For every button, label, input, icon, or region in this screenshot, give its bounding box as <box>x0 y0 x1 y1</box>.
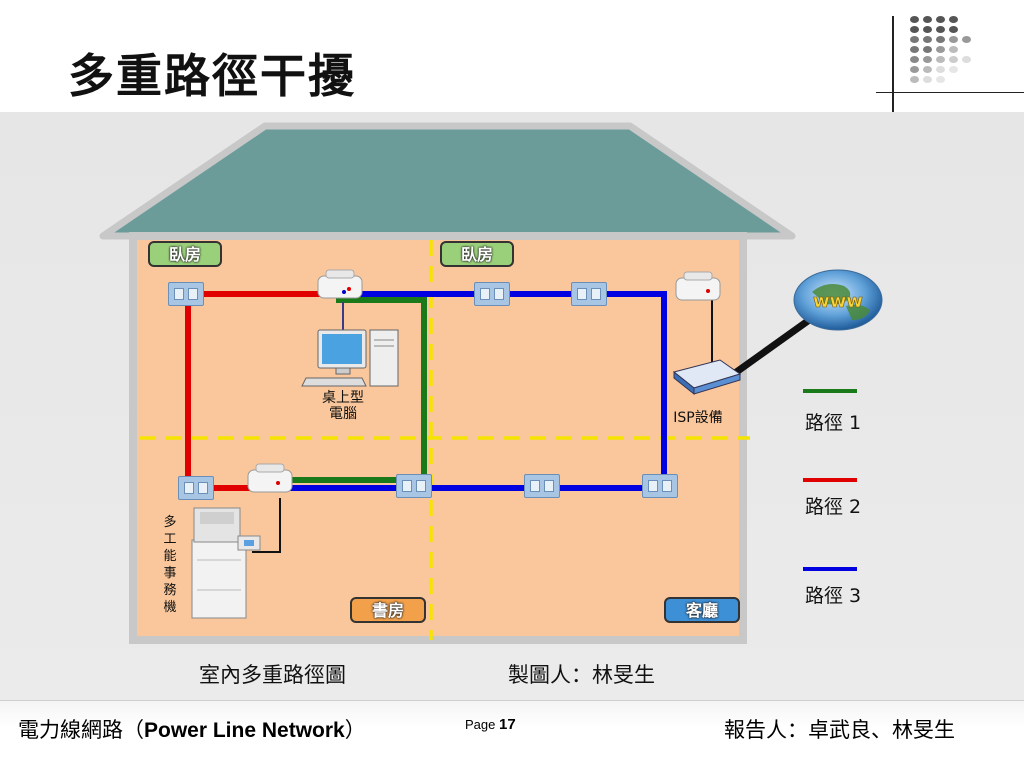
multifunction-printer <box>191 507 261 619</box>
isp-label: ISP設備 <box>673 410 723 426</box>
page-number: 17 <box>499 716 516 733</box>
slide-header <box>0 0 1024 112</box>
room-label-bedroom: 臥房 <box>440 241 514 267</box>
footer-title-english: Power Line Network <box>144 719 345 742</box>
legend-swatch-path-3 <box>803 567 857 571</box>
footer-title-prefix: 電力線網路（ <box>18 719 144 742</box>
wall-outlet <box>524 474 560 498</box>
legend-swatch-path-1 <box>803 389 857 393</box>
wall-outlet <box>396 474 432 498</box>
internet-link <box>725 315 815 381</box>
path-2-line <box>185 291 336 491</box>
room-label-living-room: 客廳 <box>664 597 740 623</box>
footer-title-suffix: ） <box>344 719 366 742</box>
header-divider-horizontal <box>876 92 1024 93</box>
powerline-adapter-bottom <box>247 463 293 493</box>
powerline-adapter-top-left <box>317 269 363 299</box>
internet-globe-icon <box>793 269 883 331</box>
caption-diagram-title: 室內多重路徑圖 <box>199 663 346 687</box>
wall-outlet <box>474 282 510 306</box>
desktop-pc <box>301 329 399 387</box>
wall-outlet <box>571 282 607 306</box>
slide-title: 多重路徑干擾 <box>68 49 356 103</box>
footer-presenters: 報告人：卓武良、林旻生 <box>724 719 955 742</box>
desktop-label-line-2: 電腦 <box>329 406 357 422</box>
legend-label-path-1: 路徑 1 <box>805 412 862 434</box>
printer-cable <box>252 498 281 553</box>
header-divider-vertical <box>892 16 894 116</box>
legend-label-path-2: 路徑 2 <box>805 496 862 518</box>
caption-author: 製圖人：林旻生 <box>508 663 655 687</box>
printer-label: 多工能事務機 <box>163 515 177 615</box>
slide-footer <box>0 700 1024 769</box>
powerline-adapter-top-right <box>675 271 721 301</box>
legend-label-path-3: 路徑 3 <box>805 585 862 607</box>
isp-router <box>672 359 742 396</box>
internet-label: www <box>813 291 863 312</box>
page-indicator: Page 17 <box>465 716 516 733</box>
wall-outlet <box>168 282 204 306</box>
room-label-study: 書房 <box>350 597 426 623</box>
room-label-bedroom: 臥房 <box>148 241 222 267</box>
desktop-label-line-1: 桌上型 <box>322 390 364 406</box>
path-1-line <box>262 297 427 483</box>
footer-course-title: 電力線網路（Power Line Network） <box>18 714 366 744</box>
desktop-label: 桌上型 電腦 <box>312 390 374 422</box>
house-roof <box>99 122 796 240</box>
page-label: Page <box>465 717 496 732</box>
legend-swatch-path-2 <box>803 478 857 482</box>
wall-outlet <box>178 476 214 500</box>
wall-outlet <box>642 474 678 498</box>
